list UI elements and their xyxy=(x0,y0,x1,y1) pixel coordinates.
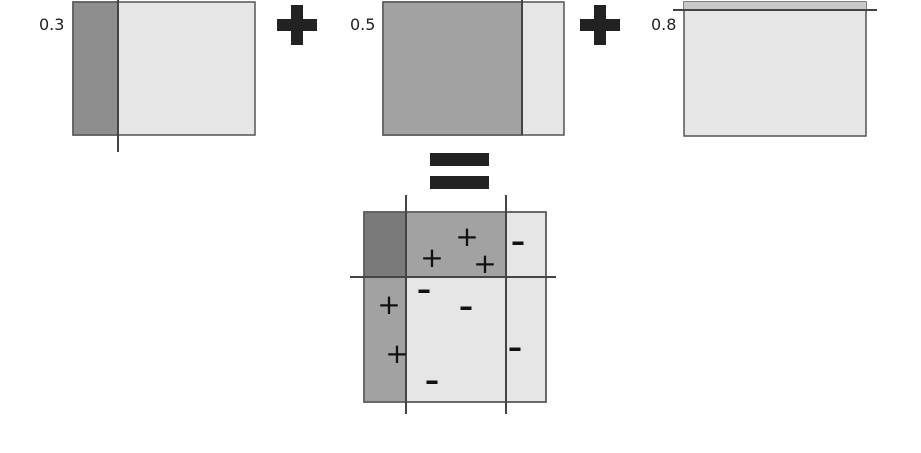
learner-2-dark-region xyxy=(382,1,523,136)
minus-marker: – xyxy=(425,364,439,397)
minus-marker: – xyxy=(417,273,431,306)
learner-1-dark-region xyxy=(72,1,119,136)
weak-learner-2 xyxy=(382,0,565,136)
strong-classifier: + + + + + – – – – – xyxy=(350,195,556,414)
minus-marker: – xyxy=(511,225,525,258)
plus-marker: + xyxy=(473,247,496,280)
plus-operator-1 xyxy=(277,5,317,45)
combined-border xyxy=(363,211,547,403)
minus-marker: – xyxy=(508,331,522,364)
plus-marker: + xyxy=(420,241,443,274)
equals-operator xyxy=(430,153,489,189)
weight-label-2: 0.5 xyxy=(350,15,376,34)
weak-learner-1 xyxy=(72,0,256,152)
plus-marker: + xyxy=(455,220,478,253)
learner-3-dark-strip xyxy=(684,2,866,10)
plus-marker: + xyxy=(377,288,400,321)
minus-marker: – xyxy=(459,290,473,323)
plus-marker: + xyxy=(385,337,408,370)
weight-label-3: 0.8 xyxy=(651,15,677,34)
learner-3-light-region xyxy=(683,1,867,137)
weight-label-1: 0.3 xyxy=(39,15,65,34)
plus-operator-2 xyxy=(580,5,620,45)
weak-learner-3 xyxy=(673,1,877,137)
combined-corner-region xyxy=(364,212,406,277)
